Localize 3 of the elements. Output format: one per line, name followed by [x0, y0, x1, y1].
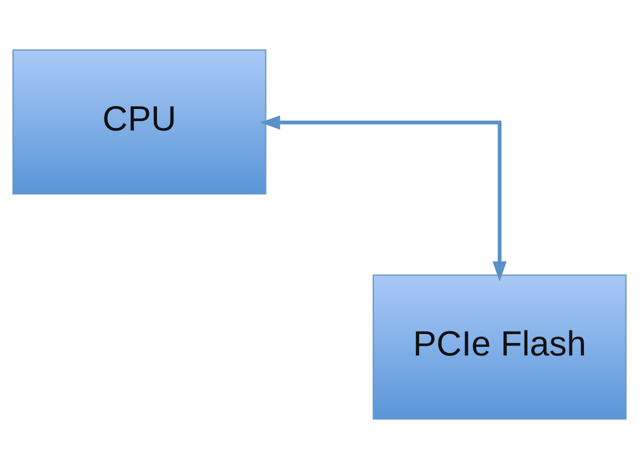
node-box: CPU	[12, 48, 266, 194]
arrow	[260, 115, 507, 281]
node-box: PCIe Flash	[372, 274, 627, 420]
